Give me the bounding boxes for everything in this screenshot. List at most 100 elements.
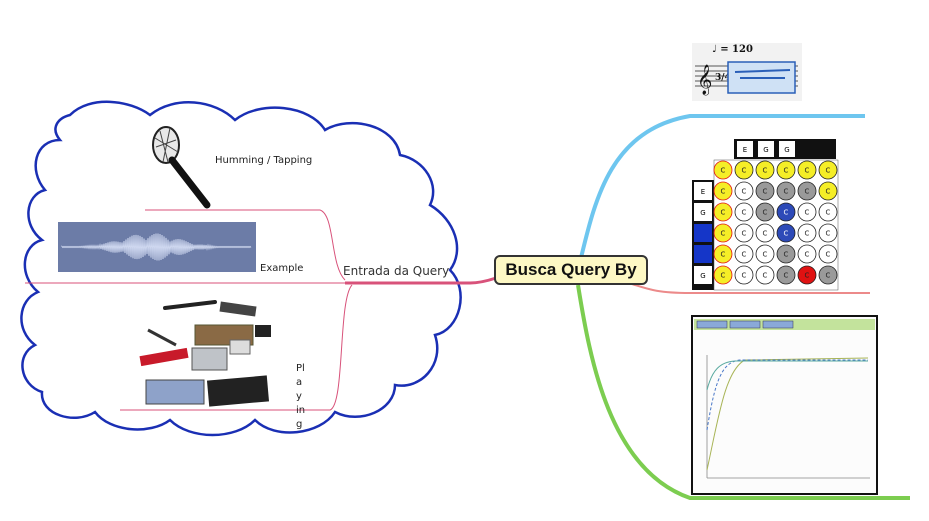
grid-circle [755, 202, 775, 222]
grid-circle-letter: C [784, 188, 789, 196]
grid-circle [755, 181, 775, 201]
grid-circle-letter: C [721, 251, 726, 259]
grid-circle [734, 223, 754, 243]
grid-circle [818, 202, 838, 222]
grid-circle-letter: C [721, 209, 726, 217]
grid-circle-letter: C [826, 188, 831, 196]
grid-circle [755, 265, 775, 285]
grid-top-letter: E [743, 146, 747, 154]
grid-left-cell [694, 224, 712, 242]
branch-line-green [576, 284, 910, 500]
grid-circle [734, 202, 754, 222]
grid-circle-letter: C [742, 251, 747, 259]
grid-circle [776, 265, 796, 285]
grid-top-cell [737, 141, 753, 157]
grid-circle-letter: C [805, 251, 810, 259]
branch-line-blue [578, 114, 865, 263]
time-signature: 3/4 [715, 73, 731, 83]
branch-line-red [631, 283, 870, 294]
grid-circle [818, 181, 838, 201]
grid-circle [755, 244, 775, 264]
grid-top-letter: G [763, 146, 768, 154]
grid-circle [776, 244, 796, 264]
grid-circle [713, 223, 733, 243]
svg-text:𝄞: 𝄞 [697, 64, 712, 96]
grid-circle-letter: C [805, 230, 810, 238]
grid-circle-letter: C [805, 167, 810, 175]
grid-top-cell [779, 141, 795, 157]
grid-circle-letter: C [784, 167, 789, 175]
grid-circle [755, 223, 775, 243]
grid-circle-letter: C [721, 188, 726, 196]
grid-circle [776, 181, 796, 201]
grid-circle-letter: C [742, 188, 747, 196]
instruments-icon [139, 300, 271, 407]
grid-circle-letter: C [805, 272, 810, 280]
grid-circle [797, 223, 817, 243]
chart-thumbnail [691, 315, 878, 495]
grid-left-cell [694, 245, 712, 263]
grid-circle-letter: C [805, 188, 810, 196]
grid-left-cell [694, 266, 712, 284]
grid-circle-letter: C [784, 251, 789, 259]
grid-circle [713, 160, 733, 180]
grid-circle-letter: C [805, 209, 810, 217]
grid-circle-letter: C [826, 230, 831, 238]
grid-top-letter: G [784, 146, 789, 154]
tempo-text: ♩ = 120 [712, 44, 753, 55]
grid-circle-letter: C [742, 230, 747, 238]
sheet-music-thumbnail: ♩ = 120 𝄞 3/4 [692, 43, 802, 101]
grid-circle [734, 265, 754, 285]
grid-circle [797, 265, 817, 285]
grid-circle-letter: C [721, 167, 726, 175]
grid-circle [713, 181, 733, 201]
label-example: Example [260, 263, 304, 274]
grid-circle [755, 160, 775, 180]
grid-circle [734, 181, 754, 201]
grid-circle-letter: C [784, 272, 789, 280]
grid-circle-letter: C [742, 209, 747, 217]
grid-circle-letter: C [742, 272, 747, 280]
grid-circle-letter: C [763, 209, 768, 217]
grid-circle-letter: C [763, 251, 768, 259]
grid-circle-letter: C [784, 209, 789, 217]
label-playing: Pl ay in g [296, 363, 306, 430]
waveform-icon [58, 222, 256, 272]
grid-circle-letter: C [826, 167, 831, 175]
grid-circle-letter: C [763, 167, 768, 175]
label-humming-tapping: Humming / Tapping [215, 155, 313, 166]
grid-circle [797, 244, 817, 264]
grid-circle [713, 202, 733, 222]
grid-circle-letter: C [742, 167, 747, 175]
grid-left-letter: E [701, 188, 705, 196]
grid-circle [818, 265, 838, 285]
grid-circle [776, 223, 796, 243]
grid-left-letter: G [700, 272, 705, 280]
grid-circle [713, 244, 733, 264]
grid-circle-letter: C [763, 272, 768, 280]
branch-line-example [145, 209, 346, 281]
grid-circle-letter: C [826, 272, 831, 280]
grid-circle [797, 202, 817, 222]
grid-circle [818, 223, 838, 243]
grid-circle-letter: C [721, 230, 726, 238]
grid-circle [713, 265, 733, 285]
branch-line-playing [120, 284, 353, 411]
grid-circle-letter: C [826, 209, 831, 217]
grid-left-letter: G [700, 209, 705, 217]
grid-circle [734, 160, 754, 180]
grid-circle [797, 181, 817, 201]
grid-circle-letter: C [763, 230, 768, 238]
grid-top-cell [758, 141, 774, 157]
grid-circle [797, 160, 817, 180]
grid-circle [818, 244, 838, 264]
grid-left-cell [694, 182, 712, 200]
grid-circle [776, 202, 796, 222]
grid-circle [776, 160, 796, 180]
grid-circle-letter: C [763, 188, 768, 196]
central-topic[interactable]: Busca Query By [494, 255, 648, 285]
grid-circle [734, 244, 754, 264]
grid-circle [818, 160, 838, 180]
